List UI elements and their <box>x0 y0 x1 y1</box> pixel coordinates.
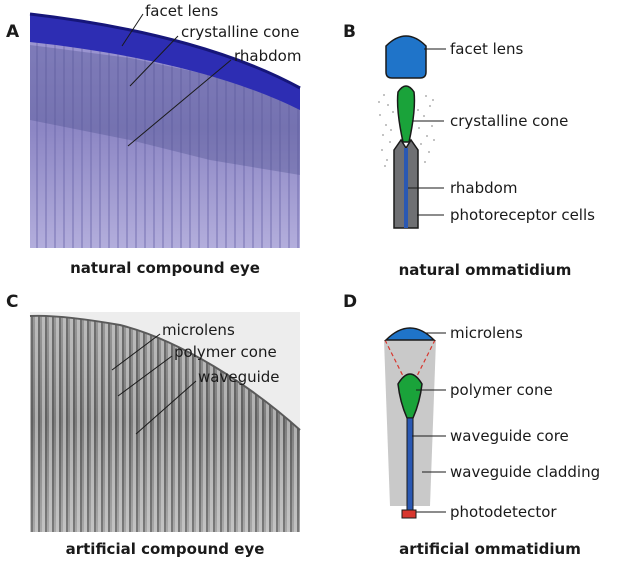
label-d-waveguide-core: waveguide core <box>450 427 569 445</box>
caption-artificial-compound-eye: artificial compound eye <box>65 540 265 558</box>
label-b-photoreceptor-cells: photoreceptor cells <box>450 206 595 224</box>
label-d-microlens: microlens <box>450 324 523 342</box>
label-b-facet-lens: facet lens <box>450 40 524 58</box>
label-d-waveguide-cladding: waveguide cladding <box>450 463 600 481</box>
panel-letter-d: D <box>343 292 358 312</box>
caption-natural-ommatidium: natural ommatidium <box>398 261 572 279</box>
artificial-ommatidium-diagram <box>384 327 436 519</box>
label-c-polymer-cone: polymer cone <box>174 343 277 361</box>
pigment-granules <box>378 94 435 167</box>
micrograph-artificial-eye <box>29 312 301 532</box>
panel-letter-a: A <box>6 22 20 42</box>
pointer-c-microlens <box>111 333 161 371</box>
label-a-crystalline-cone: crystalline cone <box>181 23 299 41</box>
pointer-a-facet-lens <box>121 13 144 47</box>
label-a-rhabdom: rhabdom <box>234 47 301 65</box>
label-b-rhabdom: rhabdom <box>450 179 517 197</box>
label-c-waveguide: waveguide <box>198 368 280 386</box>
label-a-facet-lens: facet lens <box>145 2 219 20</box>
pointer-a-crystalline-cone <box>129 35 179 87</box>
rhabdom-shape <box>404 148 408 228</box>
panel-letter-b: B <box>343 22 356 42</box>
label-d-polymer-cone: polymer cone <box>450 381 553 399</box>
pointer-a-rhabdom <box>127 59 232 147</box>
photodetector-shape <box>401 509 417 519</box>
microlens-shape <box>384 327 436 341</box>
natural-ommatidium-diagram <box>378 35 435 229</box>
label-c-microlens: microlens <box>162 321 235 339</box>
label-d-photodetector: photodetector <box>450 503 557 521</box>
pointer-c-polymer-cone <box>117 355 173 397</box>
pointer-c-waveguide <box>135 380 197 435</box>
crystalline-cone-shape <box>396 85 416 143</box>
caption-artificial-ommatidium: artificial ommatidium <box>399 540 581 558</box>
panel-letter-c: C <box>6 292 19 312</box>
polymer-cone-shape <box>397 373 423 419</box>
caption-natural-compound-eye: natural compound eye <box>70 259 260 277</box>
waveguide-core-shape <box>406 417 414 511</box>
facet-lens-shape <box>385 35 427 79</box>
micrograph-natural-eye <box>29 8 301 248</box>
label-b-crystalline-cone: crystalline cone <box>450 112 568 130</box>
